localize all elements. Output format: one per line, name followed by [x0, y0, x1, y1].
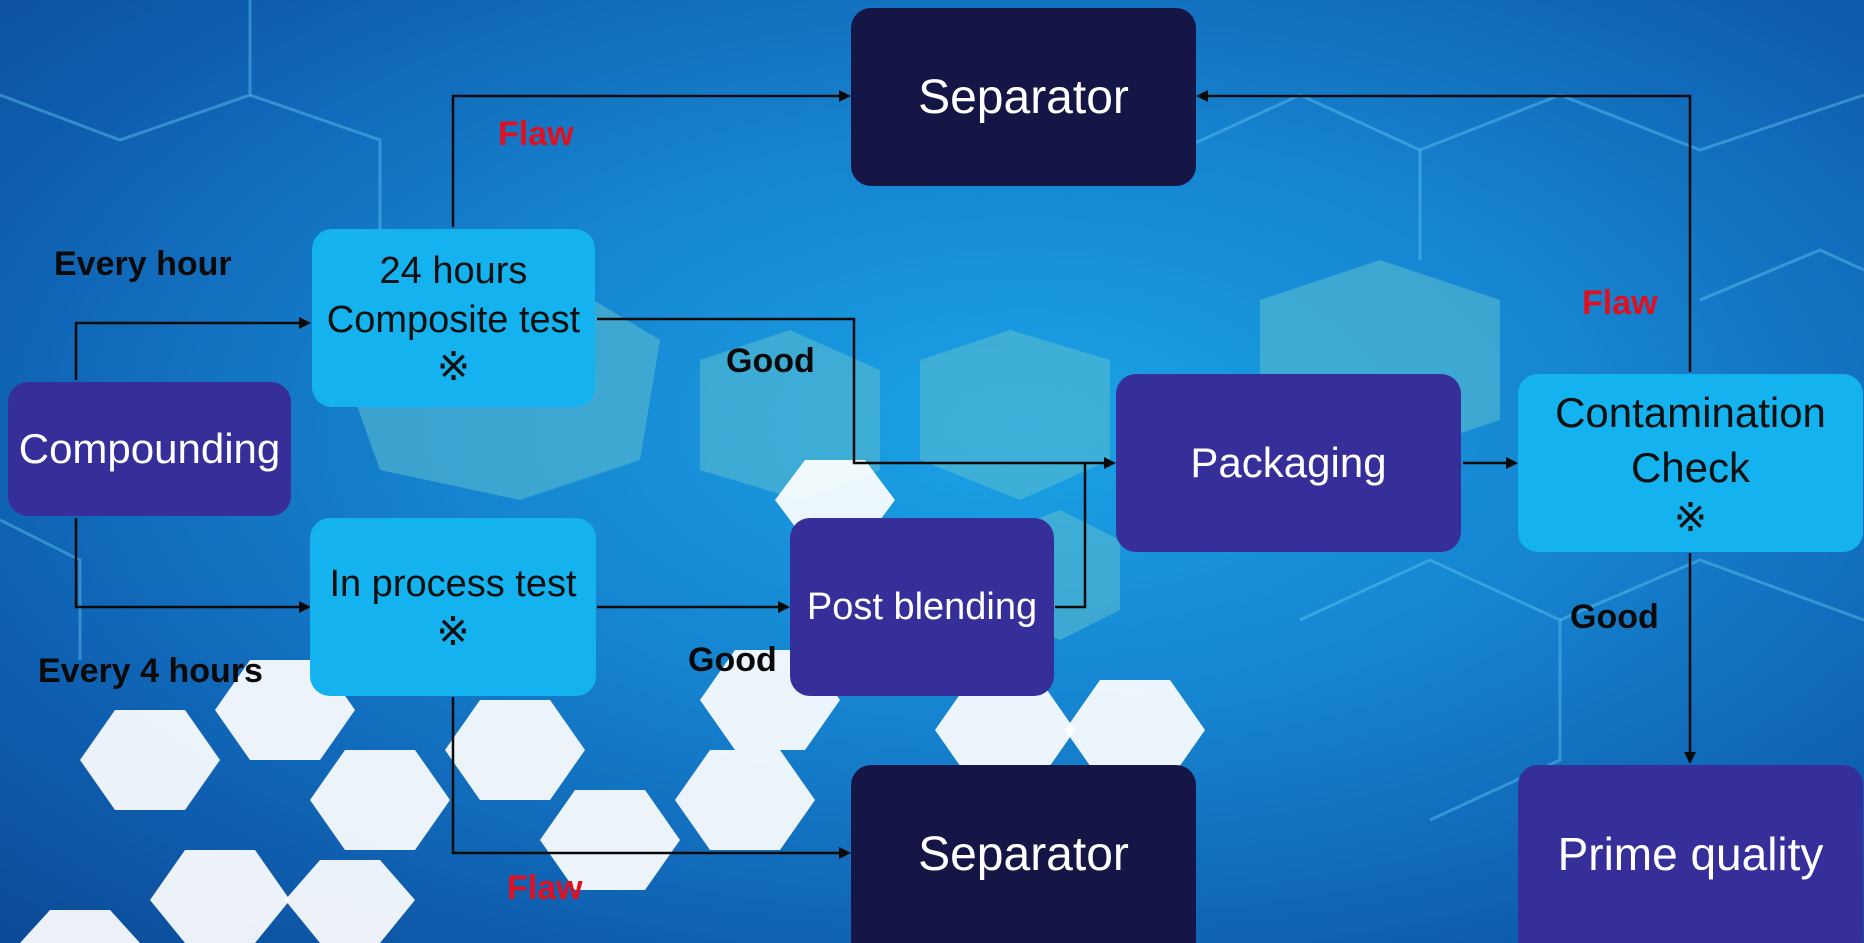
- prime-quality-label: Prime quality: [1557, 828, 1824, 880]
- good-contamination-label: Good: [1570, 598, 1659, 636]
- contamination-check-line2: Check: [1630, 444, 1751, 491]
- arrow-compounding-to-composite: [74, 317, 311, 380]
- prime-quality-box: Prime quality: [1518, 765, 1863, 943]
- arrow-in-process-to-separator-bottom: [451, 697, 851, 859]
- packaging-box: Packaging: [1116, 374, 1461, 552]
- post-blending-box: Post blending: [790, 518, 1054, 696]
- composite-test-box: 24 hours Composite test ※: [312, 229, 595, 407]
- flaw-bottom-label: Flaw: [507, 869, 583, 907]
- good-composite-label: Good: [726, 342, 815, 380]
- composite-test-mark: ※: [436, 345, 471, 390]
- arrow-contamination-to-separator-top: [1196, 90, 1692, 372]
- post-blending-label: Post blending: [806, 585, 1038, 628]
- in-process-test-box: In process test ※: [310, 518, 596, 696]
- compounding-box: Compounding: [8, 382, 291, 516]
- contamination-check-line1: Contamination: [1555, 389, 1826, 437]
- compounding-label: Compounding: [18, 425, 281, 472]
- separator-top-label: Separator: [918, 70, 1129, 124]
- good-in-process-label: Good: [688, 641, 777, 679]
- every-hour-label: Every hour: [54, 245, 232, 283]
- arrow-post-blending-to-packaging: [1055, 463, 1087, 609]
- flaw-top-label: Flaw: [498, 115, 574, 153]
- separator-top-box: Separator: [851, 8, 1196, 186]
- in-process-test-line1: In process test: [329, 563, 577, 606]
- arrow-composite-to-separator-top: [451, 90, 851, 227]
- packaging-label: Packaging: [1190, 439, 1387, 486]
- composite-test-line1: 24 hours: [379, 249, 528, 292]
- contamination-check-box: Contamination Check ※: [1518, 374, 1863, 552]
- contamination-check-mark: ※: [1673, 495, 1708, 540]
- in-process-test-mark: ※: [436, 609, 470, 654]
- flaw-right-label: Flaw: [1582, 284, 1658, 322]
- composite-test-line2: Composite test: [326, 299, 581, 341]
- every-4-hours-label: Every 4 hours: [38, 652, 263, 690]
- arrow-compounding-to-in-process: [74, 518, 311, 613]
- separator-bottom-label: Separator: [918, 827, 1129, 881]
- arrow-composite-to-packaging: [597, 317, 1116, 469]
- separator-bottom-box: Separator: [851, 765, 1196, 943]
